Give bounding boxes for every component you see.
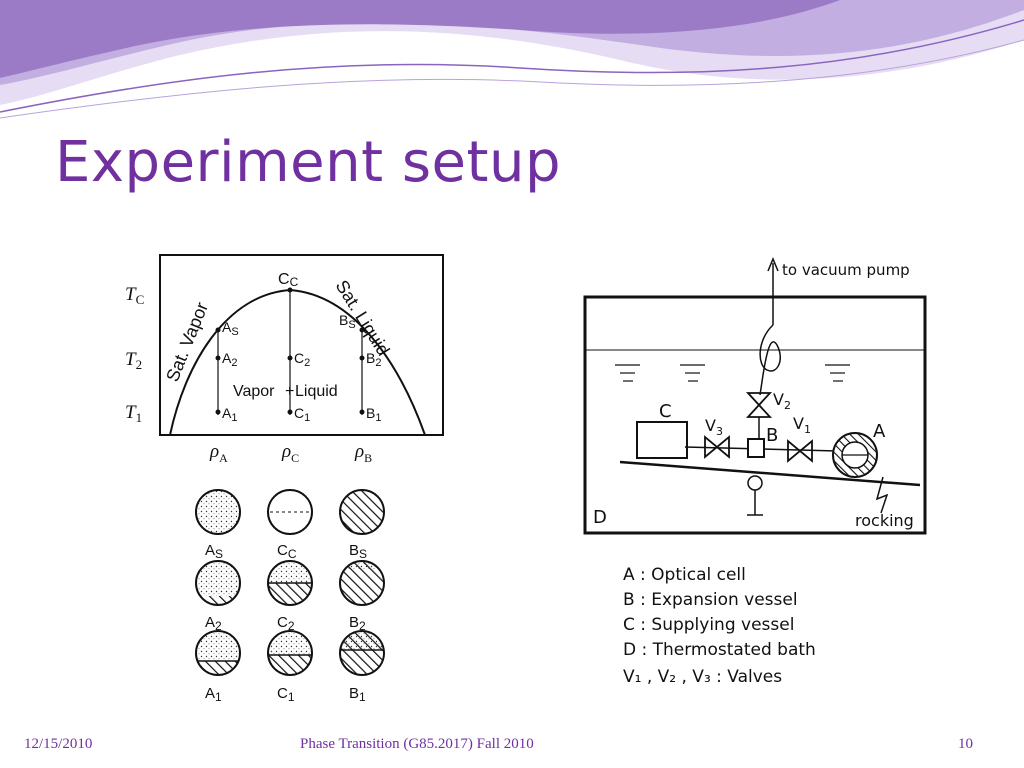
banner-line-2 <box>0 39 1024 119</box>
label-a: A <box>873 421 886 442</box>
banner-line <box>0 19 1024 113</box>
cell-label-c1: C1 <box>277 685 295 704</box>
label-sat-vapor: Sat. Vapor <box>162 299 212 384</box>
cell-cc <box>267 489 313 535</box>
rocking-platform <box>619 460 921 487</box>
page-number: 10 <box>958 736 973 752</box>
phase-diagram-svg: TC T2 T1 ρA ρC ρB Sat. Vapor Sat. Liquid… <box>125 254 444 704</box>
label-rho-b: ρB <box>354 441 372 465</box>
legend-item-a: A : Optical cell <box>623 565 746 585</box>
valve-v1 <box>787 439 813 463</box>
label-a1: A1 <box>222 405 237 424</box>
cell-label-a1: A1 <box>205 685 222 704</box>
rocking-arrow <box>875 476 889 514</box>
point-c2 <box>287 355 293 361</box>
label-c: C <box>659 401 672 422</box>
label-c2: C2 <box>294 350 310 369</box>
label-tc: TC <box>125 284 144 307</box>
point-c1 <box>287 409 293 415</box>
point-a1 <box>215 409 221 415</box>
plot-frame <box>159 254 444 436</box>
label-rho-a: ρA <box>209 441 228 465</box>
label-b2: B2 <box>366 350 381 369</box>
apparatus-legend: A : Optical cell B : Expansion vessel C … <box>623 565 816 687</box>
label-b1: B1 <box>366 405 381 424</box>
cell-label-as: AS <box>205 542 223 561</box>
cell-label-bs: BS <box>349 542 367 561</box>
cell-b1 <box>339 630 385 676</box>
legend-item-b: B : Expansion vessel <box>623 590 798 610</box>
valve-v2 <box>745 392 773 418</box>
footer-course: Phase Transition (G85.2017) Fall 2010 <box>300 736 534 752</box>
cell-a1 <box>195 630 241 676</box>
label-c1: C1 <box>294 405 310 424</box>
cell-label-b2: B2 <box>349 614 366 633</box>
label-bs: BS <box>339 312 356 331</box>
apparatus-figure: to vacuum pump V2 C V3 B V1 A <box>545 215 953 710</box>
label-v2: V2 <box>773 390 791 412</box>
label-rho-c: ρC <box>281 441 299 465</box>
label-vacuum-pump: to vacuum pump <box>782 261 910 279</box>
banner-wave-front <box>0 0 840 78</box>
label-liquid: Liquid <box>295 383 338 400</box>
label-t2: T2 <box>125 349 142 372</box>
pump-arrow-head <box>767 257 779 272</box>
supplying-vessel <box>636 421 688 459</box>
footer-date: 12/15/2010 <box>24 736 93 752</box>
label-t1: T1 <box>125 402 142 425</box>
cell-label-b1: B1 <box>349 685 366 704</box>
label-v1: V1 <box>793 414 811 436</box>
label-b: B <box>766 425 778 446</box>
cell-c2 <box>267 560 313 606</box>
label-as: AS <box>222 319 239 338</box>
point-cc <box>287 287 293 293</box>
cell-label-cc: CC <box>277 542 297 561</box>
cell-b2 <box>339 560 385 606</box>
water-marks <box>615 364 850 382</box>
label-vapor: Vapor <box>233 383 275 400</box>
label-a2: A2 <box>222 350 237 369</box>
label-d: D <box>593 507 607 528</box>
cell-c1 <box>267 630 313 676</box>
thermostated-bath <box>583 295 927 535</box>
header-banner <box>0 0 1024 119</box>
point-a2 <box>215 355 221 361</box>
label-plus: + <box>285 383 294 400</box>
point-bs <box>359 327 365 333</box>
apparatus-svg: to vacuum pump V2 C V3 B V1 A <box>583 257 927 687</box>
optical-cell <box>832 432 878 478</box>
point-b1 <box>359 409 365 415</box>
cell-as <box>195 489 241 535</box>
label-critical-point: CC <box>278 271 299 289</box>
valve-v3 <box>704 435 730 459</box>
cell-a2 <box>195 560 241 606</box>
slide-title: Experiment setup <box>55 130 561 195</box>
legend-item-c: C : Supplying vessel <box>623 615 794 635</box>
phase-diagram-figure: TC T2 T1 ρA ρC ρB Sat. Vapor Sat. Liquid… <box>85 215 470 710</box>
pivot <box>747 475 763 491</box>
tubing-loop <box>759 324 781 396</box>
label-v3: V3 <box>705 416 723 438</box>
point-b2 <box>359 355 365 361</box>
cell-bs <box>339 489 385 535</box>
expansion-vessel <box>747 438 765 458</box>
label-rocking: rocking <box>855 511 914 530</box>
legend-item-d: D : Thermostated bath <box>623 640 816 660</box>
point-as <box>215 327 221 333</box>
legend-item-valves: V₁ , V₂ , V₃ : Valves <box>623 667 782 687</box>
cell-label-a2: A2 <box>205 614 222 633</box>
cell-label-c2: C2 <box>277 614 295 633</box>
